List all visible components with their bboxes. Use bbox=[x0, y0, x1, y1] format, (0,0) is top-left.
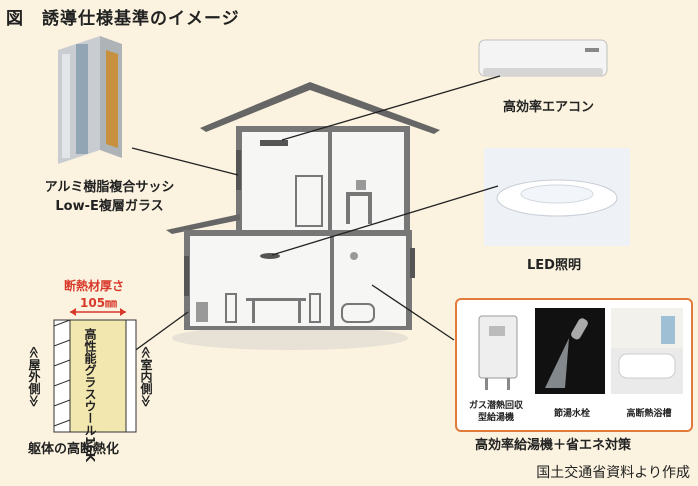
insulation-thickness-value: 105㎜ bbox=[80, 296, 118, 310]
water-heater-label: ガス潜熱回収 型給湯機 bbox=[457, 400, 535, 424]
insulation-material-label: 高性能グラスウール16K bbox=[83, 328, 97, 462]
page-title: 図 誘導仕様基準のイメージ bbox=[6, 9, 240, 29]
envelope-label: 躯体の高断熱化 bbox=[28, 442, 120, 457]
aircon-photo bbox=[473, 34, 613, 90]
sash-label-line2: Low-E複層ガラス bbox=[55, 199, 164, 214]
faucet-label: 節湯水栓 bbox=[553, 409, 590, 419]
credit: 国土交通省資料より作成 bbox=[536, 465, 690, 481]
indoor-side-label: ≪室内側≫ bbox=[139, 346, 153, 408]
water-heater-photo bbox=[465, 308, 529, 394]
water-heater-label-line2: 型給湯機 bbox=[477, 413, 514, 423]
outdoor-side-label: ≪屋外側≫ bbox=[27, 346, 41, 408]
sash-label: アルミ樹脂複合サッシ Low-E複層ガラス bbox=[22, 178, 197, 216]
insulation-diagram bbox=[53, 308, 137, 433]
faucet-photo bbox=[535, 308, 605, 394]
water-heater-box: ガス潜熱回収 型給湯機 節湯水栓 高断熱浴槽 bbox=[455, 298, 693, 432]
water-heater-label-line1: ガス潜熱回収 bbox=[468, 401, 523, 411]
water-heater-caption: 高効率給湯機＋省エネ対策 bbox=[475, 438, 632, 453]
insulation-thickness-label: 断熱材厚さ bbox=[64, 279, 125, 293]
sash-photo bbox=[40, 30, 140, 170]
led-label: LED照明 bbox=[527, 258, 581, 273]
sash-label-line1: アルミ樹脂複合サッシ bbox=[44, 180, 175, 195]
bathtub-label: 高断熱浴槽 bbox=[626, 409, 672, 419]
bathtub-photo bbox=[611, 308, 683, 394]
aircon-label: 高効率エアコン bbox=[503, 100, 595, 115]
led-photo bbox=[484, 148, 630, 246]
